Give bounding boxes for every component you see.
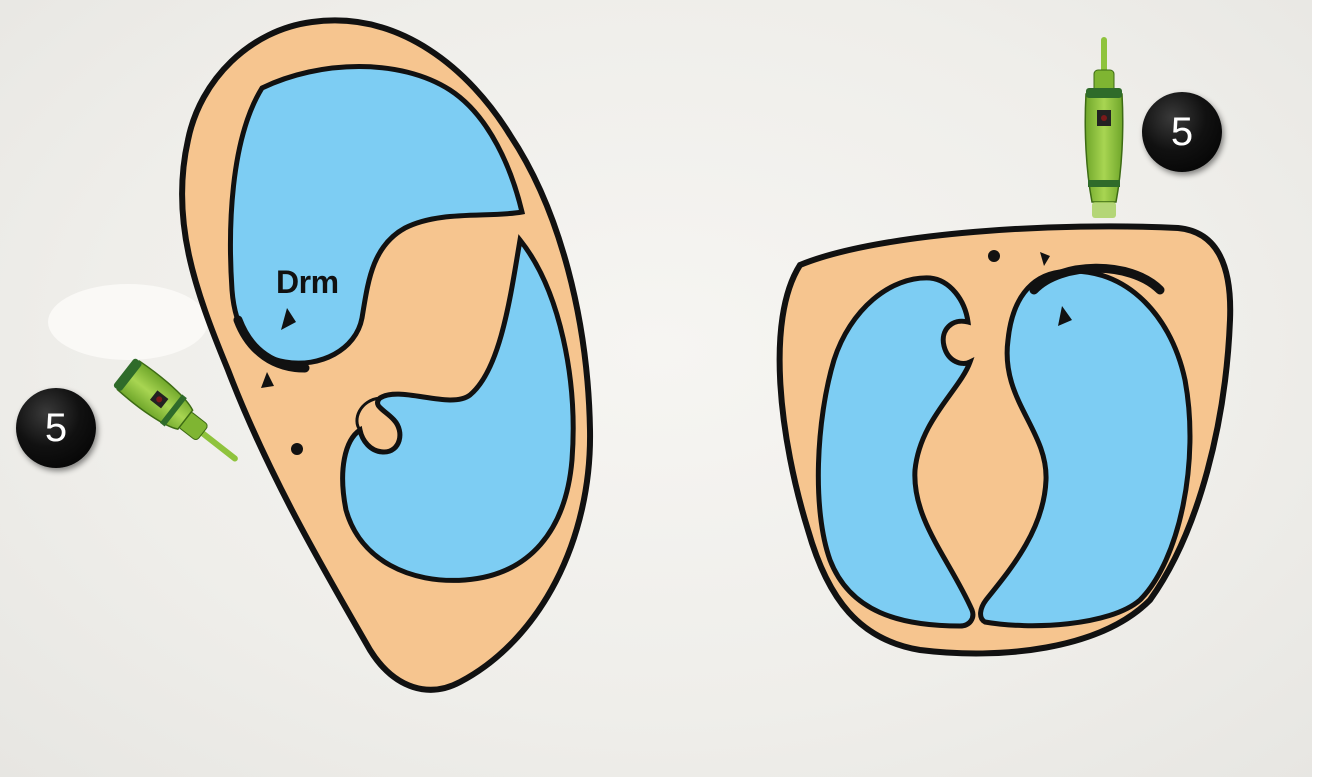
right-dot-marker	[988, 250, 1000, 262]
drm-label: Drm	[276, 264, 339, 301]
probe-number-left: 5	[45, 408, 67, 448]
probe-number-badge-left: 5	[16, 388, 96, 468]
right-cross-section	[780, 226, 1231, 653]
left-ultrasound-probe-icon	[112, 357, 246, 473]
probe-contact-highlight	[48, 284, 208, 360]
left-cross-section	[182, 20, 590, 689]
probe-number-right: 5	[1171, 112, 1193, 152]
probe-number-badge-right: 5	[1142, 92, 1222, 172]
left-dot-marker	[291, 443, 303, 455]
right-edge-strip	[1312, 0, 1320, 777]
right-ultrasound-probe-icon	[1085, 40, 1123, 218]
